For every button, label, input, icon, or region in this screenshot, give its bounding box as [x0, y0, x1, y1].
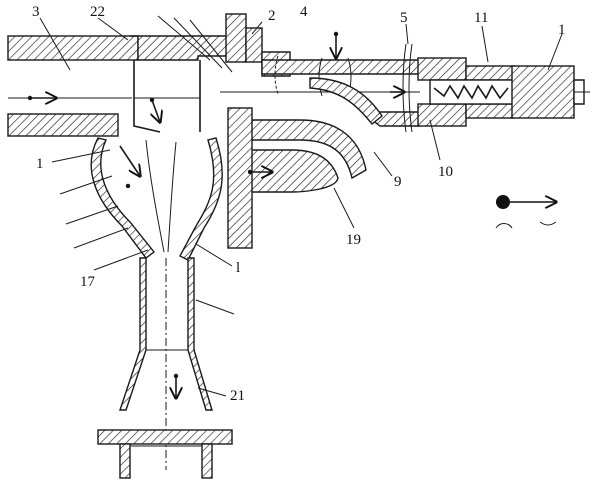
label-1-left: 1: [36, 156, 44, 172]
leader-lines: [39, 15, 563, 397]
label-17: 17: [80, 274, 96, 290]
label-10: 10: [438, 164, 453, 180]
flow-symbol: [495, 195, 556, 229]
converging-funnel: [90, 137, 223, 261]
flow-dot-icon: [496, 195, 510, 209]
label-1-top: 1: [558, 22, 566, 38]
mixing-chamber: [130, 35, 233, 133]
outlet-diffuser: [97, 257, 233, 479]
valve-housing: [417, 57, 590, 127]
label-5: 5: [400, 10, 408, 26]
label-22: 22: [90, 4, 105, 20]
label-2: 2: [268, 8, 276, 24]
bent-nozzle: [227, 77, 383, 249]
label-21: 21: [230, 388, 245, 404]
label-3: 3: [32, 4, 40, 20]
label-4: 4: [300, 4, 308, 20]
inlet-pipe: [7, 35, 139, 137]
label-11: 11: [474, 10, 488, 26]
label-9: 9: [394, 174, 402, 190]
label-l: l: [236, 260, 240, 276]
label-19: 19: [346, 232, 361, 248]
